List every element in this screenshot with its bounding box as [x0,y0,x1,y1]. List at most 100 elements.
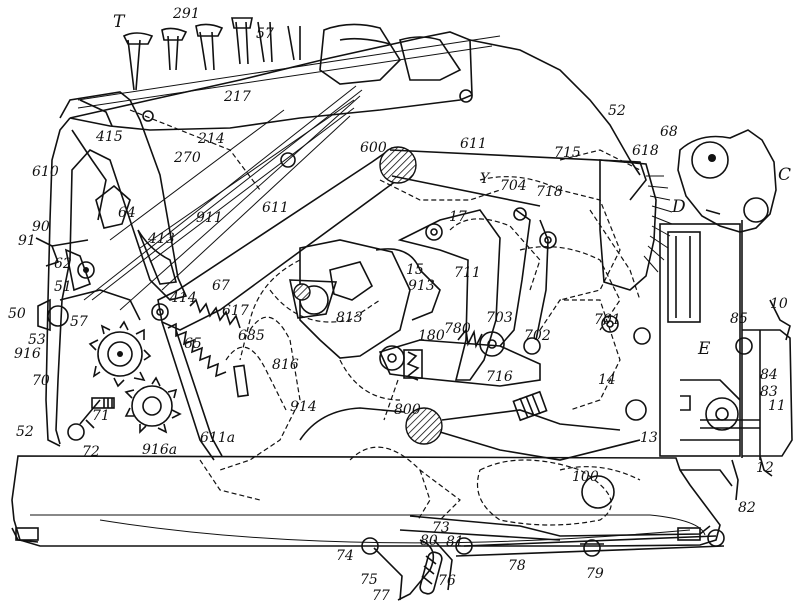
label-618: 618 [632,143,659,159]
label-13: 13 [640,430,658,446]
label-80: 80 [420,533,438,549]
label-217: 217 [223,89,251,105]
spring-65 [167,322,227,378]
carriage-knob [677,129,777,233]
label-85: 85 [730,311,748,327]
plate-813 [299,239,411,359]
label-Y: Y [480,171,491,187]
label-81: 81 [446,534,464,550]
label-611a: 611a [200,430,235,446]
base-foot-left [15,527,39,541]
label-715: 715 [554,145,581,161]
label-90: 90 [32,219,50,235]
label-84: 84 [760,367,778,383]
base-frame [11,455,721,547]
label-800: 800 [394,402,421,418]
label-704: 704 [500,178,527,194]
pivot-800 [405,407,443,445]
label-701: 701 [594,312,621,328]
label-716: 716 [486,369,513,385]
spring-617 [189,298,241,329]
label-12: 12 [756,460,774,476]
label-913: 913 [408,278,435,294]
label-617: 617 [222,303,249,319]
hidden-lines [129,109,641,521]
label-914: 914 [290,399,317,415]
label-91: 91 [18,233,36,249]
label-270: 270 [173,150,201,166]
label-50: 50 [8,306,26,322]
label-52-left: 52 [16,424,34,440]
label-76: 76 [438,573,456,589]
label-51: 51 [54,279,72,295]
label-C: C [778,165,791,185]
type-bars [122,17,462,91]
label-14: 14 [598,372,616,388]
label-413: 413 [147,231,175,247]
label-916: 916 [14,346,41,362]
label-15: 15 [406,262,424,278]
label-T: T [113,12,126,32]
label-E: E [697,339,711,359]
right-frame [659,223,741,457]
screw-50 [47,305,69,327]
label-916a: 916a [142,442,177,458]
label-685: 685 [238,328,265,344]
gear-916 [88,320,152,388]
label-78: 78 [508,558,526,574]
label-180: 180 [418,328,445,344]
label-414: 414 [169,290,197,306]
pivot-600 [379,146,417,184]
label-610: 610 [32,164,59,180]
label-73: 73 [432,520,450,536]
label-17: 17 [449,209,467,225]
label-D: D [671,197,686,217]
label-75: 75 [360,572,378,588]
label-67: 67 [212,278,230,294]
label-100: 100 [572,469,599,485]
label-702: 702 [524,328,551,344]
label-68: 68 [660,124,678,140]
label-77: 77 [372,588,390,604]
case-outline [469,39,641,176]
segment-teeth [643,175,673,273]
label-214: 214 [197,131,225,147]
pivot-79 [583,539,601,557]
label-780: 780 [444,321,471,337]
label-65: 65 [184,336,202,352]
label-611-mid: 611 [262,200,289,216]
label-72: 72 [82,444,100,460]
pivot-74 [361,537,379,555]
label-57: 57 [256,26,274,42]
label-711: 711 [454,265,481,281]
label-71: 71 [92,408,110,424]
label-816: 816 [272,357,299,373]
reference-labels: T 291 57 52 68 C 217 415 214 600 611 715… [8,6,791,604]
label-10: 10 [770,296,788,312]
label-703: 703 [486,310,513,326]
label-64: 64 [118,205,136,221]
label-74: 74 [336,548,354,564]
lever-716 [378,339,541,387]
label-11: 11 [768,398,786,414]
type-wires [71,35,501,311]
label-79: 79 [586,566,604,582]
link-73 [409,515,711,537]
label-718: 718 [536,184,563,200]
label-611-top: 611 [460,136,487,152]
label-600: 600 [360,140,387,156]
label-813: 813 [336,310,363,326]
gear-71 [124,376,182,434]
segment-618 [599,159,657,291]
label-415: 415 [95,129,123,145]
label-70: 70 [32,373,50,389]
label-83: 83 [760,384,778,400]
label-57-left: 57 [70,314,88,330]
label-82: 82 [738,500,756,516]
left-side-frame [55,91,188,445]
label-53: 53 [28,332,46,348]
label-291: 291 [172,6,200,22]
label-62: 62 [54,256,72,272]
label-52-top: 52 [608,103,626,119]
